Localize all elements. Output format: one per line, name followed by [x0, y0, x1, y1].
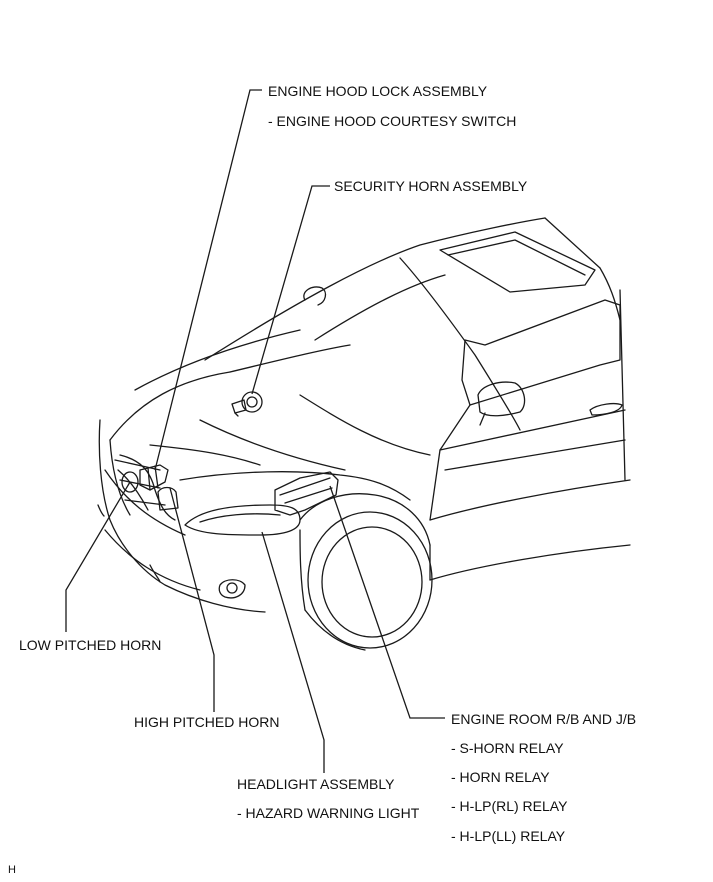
label-hlp-rl-relay: - H-LP(RL) RELAY [451, 798, 568, 814]
leader-low-horn [65, 481, 131, 632]
label-s-horn-relay: - S-HORN RELAY [451, 740, 564, 756]
label-hazard-warning-light: - HAZARD WARNING LIGHT [237, 805, 420, 821]
label-high-pitched-horn: HIGH PITCHED HORN [134, 714, 280, 730]
label-hood-lock: ENGINE HOOD LOCK ASSEMBLY [268, 83, 488, 99]
label-horn-relay: - HORN RELAY [451, 769, 550, 785]
label-security-horn: SECURITY HORN ASSEMBLY [334, 178, 528, 194]
leader-lines [65, 89, 445, 773]
leader-security-horn [251, 185, 330, 395]
label-hlp-ll-relay: - H-LP(LL) RELAY [451, 828, 566, 844]
leader-high-horn [169, 487, 215, 712]
label-engine-room-rb-jb: ENGINE ROOM R/B AND J/B [451, 711, 637, 727]
leader-engine-room [329, 485, 445, 719]
label-headlight-assembly: HEADLIGHT ASSEMBLY [237, 776, 395, 792]
leader-hood-lock [154, 89, 262, 471]
label-hood-courtesy-switch: - ENGINE HOOD COURTESY SWITCH [268, 113, 517, 129]
corner-mark: H [8, 864, 16, 876]
leader-headlight [261, 531, 325, 773]
vehicle-outline [97, 217, 631, 651]
label-low-pitched-horn: LOW PITCHED HORN [19, 637, 162, 653]
